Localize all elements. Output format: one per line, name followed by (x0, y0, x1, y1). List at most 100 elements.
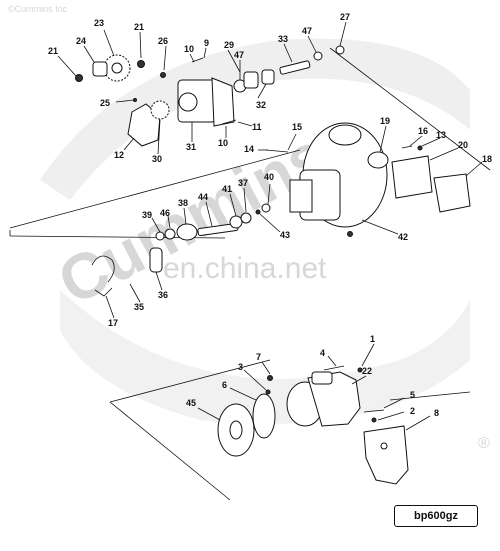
label-21-right: 21 (134, 22, 144, 32)
label-10-top: 10 (184, 44, 194, 54)
seal-6 (252, 393, 276, 439)
bolt-10-bottom (221, 119, 237, 125)
watermark-swoosh-shape-2 (60, 290, 470, 424)
label-3: 3 (238, 362, 243, 372)
leader-44 (205, 201, 213, 227)
watermark-layer: ©Cummins Inc Cummins en.china.net ® (8, 4, 490, 452)
label-9: 9 (204, 38, 209, 48)
leader-43 (259, 213, 281, 233)
label-42: 42 (398, 232, 408, 242)
clip-17-tip (94, 287, 113, 297)
leader-20 (429, 147, 459, 161)
plug-42 (347, 231, 353, 237)
bracket-8-hole (380, 442, 388, 450)
leader-9 (203, 47, 207, 59)
leader-2 (377, 411, 405, 421)
screw-26 (160, 72, 166, 78)
leader-18 (465, 161, 483, 177)
seal-29 (243, 71, 259, 89)
leader-15 (287, 133, 297, 151)
nut-43 (255, 209, 261, 215)
nut-1 (357, 367, 363, 373)
leader-4 (327, 355, 337, 367)
gear-assembly (75, 45, 345, 147)
leader-23 (103, 29, 115, 57)
cover-plate-12 (127, 103, 161, 147)
label-24: 24 (76, 36, 86, 46)
watermark-swoosh-shape (40, 38, 470, 201)
label-41: 41 (222, 184, 232, 194)
leader-13 (421, 137, 441, 147)
label-27: 27 (340, 12, 350, 22)
label-21-left: 21 (48, 46, 58, 56)
oring-27 (335, 45, 345, 55)
housing-31-bore (178, 92, 198, 112)
leader-27 (339, 21, 347, 47)
housing-31-flange (211, 77, 235, 127)
watermark-copyright: ©Cummins Inc (8, 4, 68, 14)
label-19: 19 (380, 116, 390, 126)
leader-21a (57, 55, 77, 77)
label-25: 25 (100, 98, 110, 108)
label-38: 38 (178, 198, 188, 208)
leader-30 (157, 119, 161, 155)
label-39: 39 (142, 210, 152, 220)
leader-17 (105, 295, 115, 319)
leader-47b (307, 35, 317, 53)
label-5: 5 (410, 390, 415, 400)
ring-39 (155, 231, 165, 241)
bolt-14 (265, 149, 289, 153)
label-8: 8 (434, 408, 439, 418)
label-17: 17 (108, 318, 118, 328)
bolt-7 (267, 375, 273, 381)
leader-37 (243, 187, 247, 213)
label-15: 15 (292, 122, 302, 132)
shaft-assembly (91, 203, 271, 297)
leader-19 (379, 125, 387, 153)
leader-29 (227, 49, 241, 73)
leader-40 (267, 183, 271, 205)
leader-33 (283, 43, 293, 63)
pump-assembly (217, 365, 409, 485)
pump-housing-22 (307, 371, 361, 427)
label-36: 36 (158, 290, 168, 300)
ring-3 (265, 389, 271, 395)
label-6: 6 (222, 380, 227, 390)
impeller-45-hub (229, 420, 243, 440)
nut-40 (261, 203, 271, 213)
leader-1 (361, 343, 375, 367)
gear-23-hub (111, 62, 123, 74)
label-29: 29 (224, 40, 234, 50)
label-44: 44 (198, 192, 208, 202)
bushing-24 (92, 61, 108, 77)
label-20: 20 (458, 140, 468, 150)
label-47-left: 47 (234, 50, 244, 60)
leader-35 (129, 283, 141, 303)
label-23: 23 (94, 18, 104, 28)
leader-26 (163, 45, 167, 71)
washer-2 (371, 417, 377, 423)
watermark-registered: ® (478, 435, 490, 452)
flange-18 (433, 173, 471, 213)
oring-47-right (313, 51, 323, 61)
diagram-code-box: bp600gz (394, 505, 478, 527)
label-46: 46 (160, 208, 170, 218)
leader-36 (155, 271, 163, 291)
label-12: 12 (114, 150, 124, 160)
leader-41 (229, 193, 237, 217)
label-47-right: 47 (302, 26, 312, 36)
label-22: 22 (362, 366, 372, 376)
label-35: 35 (134, 302, 144, 312)
label-4: 4 (320, 348, 325, 358)
label-11: 11 (252, 122, 262, 132)
label-45: 45 (186, 398, 196, 408)
bolt-16 (401, 145, 413, 149)
label-30: 30 (152, 154, 162, 164)
leader-45 (197, 407, 221, 421)
bracket-8 (363, 425, 409, 485)
leader-6 (229, 387, 257, 401)
ring-46 (164, 228, 176, 240)
leader-16 (409, 135, 423, 147)
section-line-top (9, 149, 301, 229)
leader-22 (351, 375, 367, 385)
